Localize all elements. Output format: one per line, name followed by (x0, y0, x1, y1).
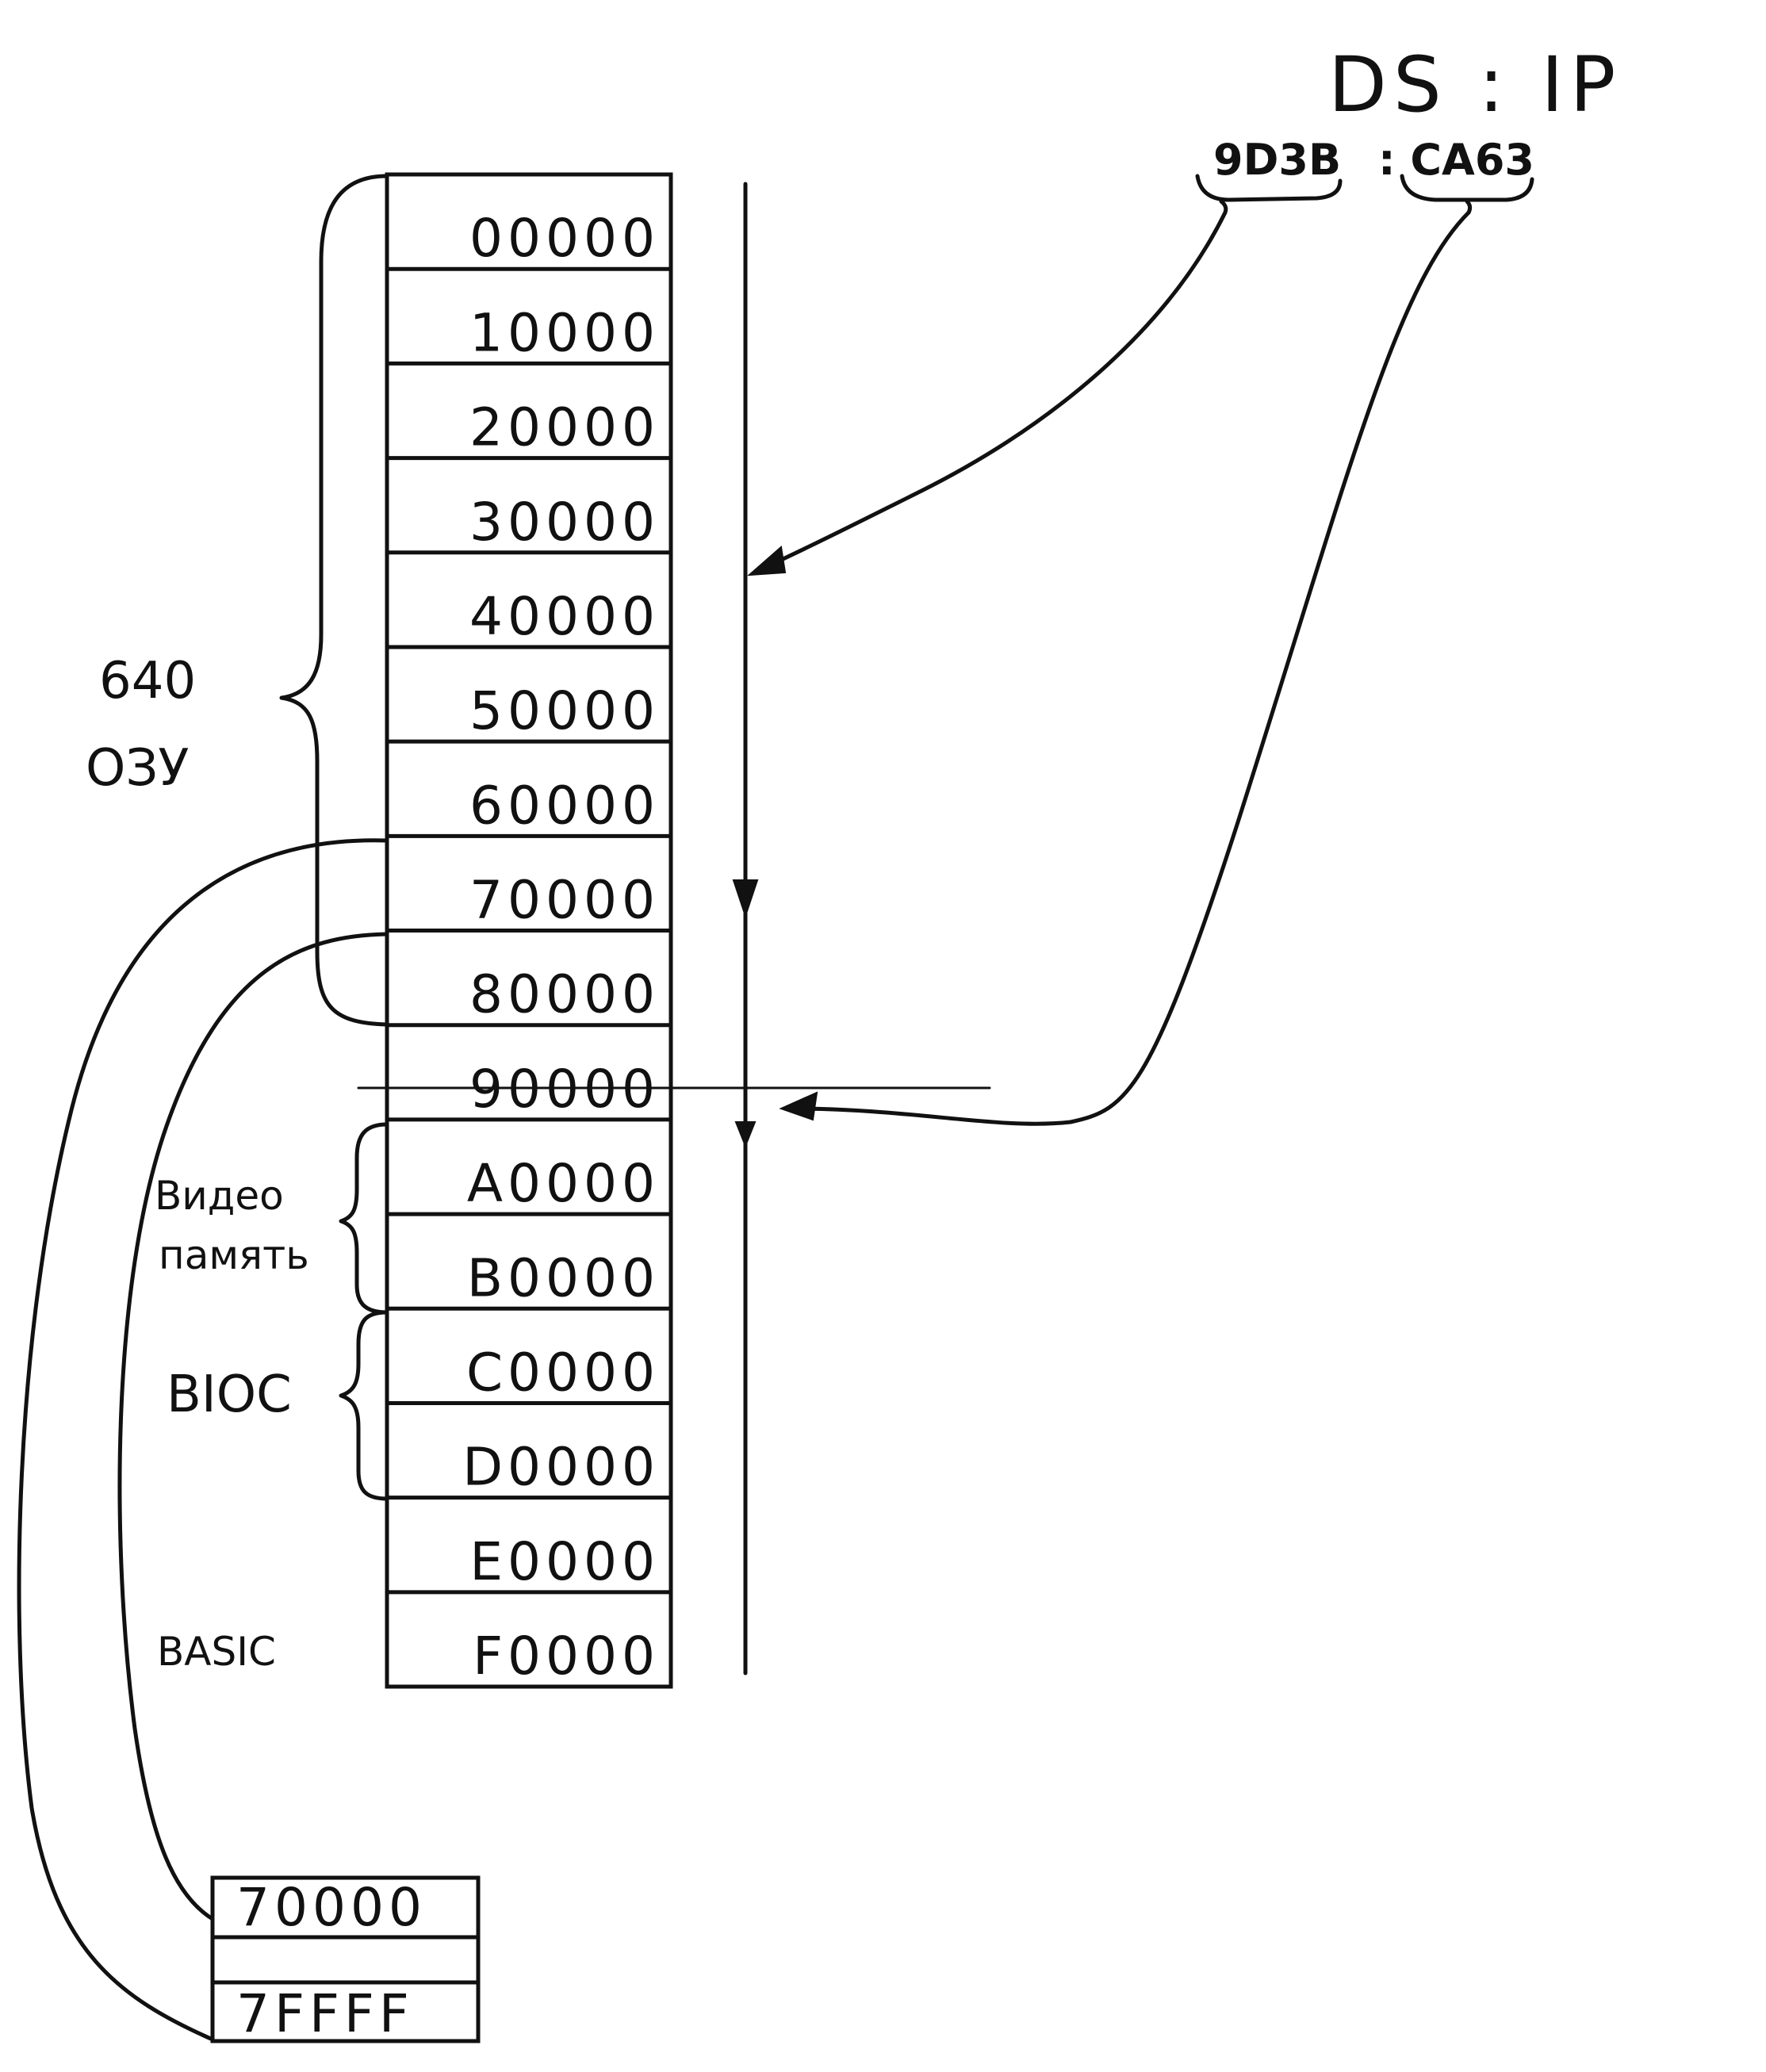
video-memory-label-line1: Видео (155, 1173, 284, 1219)
ram-size-label: 640 (99, 652, 196, 710)
segment-start-arrow-marker (732, 879, 759, 919)
segment-detail-border (210, 1875, 481, 2043)
offset-pointer-arrowhead (779, 1091, 818, 1121)
memory-cell-address: C0000 (466, 1342, 660, 1403)
basic-label: BASIC (157, 1629, 276, 1675)
segment-detail-box: 70000 7FFFF (210, 1875, 481, 2044)
segment-pointer-curve (755, 210, 1228, 573)
segment-detail-end: 7FFFF (236, 1983, 414, 2044)
memory-cell-address: 30000 (469, 492, 660, 553)
memory-cell-address: F0000 (473, 1626, 660, 1687)
memory-cell-address: 20000 (469, 397, 660, 458)
segment-end-arrow-marker (734, 1121, 757, 1148)
video-memory-brace (339, 1122, 389, 1315)
memory-cell-address: D0000 (462, 1437, 660, 1498)
memory-cell-address: 00000 (469, 208, 660, 269)
memory-cell-address: A0000 (467, 1153, 660, 1214)
segment-register-value: 9D3B (1213, 135, 1341, 185)
memory-cell-address: 10000 (469, 302, 660, 363)
segment-end-connector (117, 932, 389, 1921)
ds-ip-title: DS : IP (1328, 40, 1622, 129)
memory-cell-address: 50000 (469, 680, 660, 741)
memory-cell-address: E0000 (469, 1531, 660, 1592)
bios-brace (339, 1310, 389, 1501)
ram-brace (279, 174, 389, 1027)
memory-cell-address: 80000 (469, 964, 660, 1025)
segment-detail-start: 70000 (236, 1877, 427, 1938)
ram-label: ОЗУ (86, 739, 189, 798)
video-memory-label-line2: память (159, 1232, 309, 1278)
segment-start-connector (17, 838, 389, 2042)
memory-cell-address: B0000 (467, 1247, 660, 1308)
memory-map-table: 00000 10000 20000 30000 40000 50000 60000 70000… (385, 172, 673, 1689)
offset-register-value: : CA63 (1378, 135, 1534, 185)
bios-label: BIOC (167, 1365, 292, 1424)
memory-cell-address: 40000 (469, 586, 660, 647)
memory-cell-address: 70000 (469, 870, 660, 931)
offset-pointer-curve (791, 210, 1471, 1126)
memory-cell-address: 60000 (469, 775, 660, 836)
segment-pointer-arrowhead (747, 546, 787, 576)
